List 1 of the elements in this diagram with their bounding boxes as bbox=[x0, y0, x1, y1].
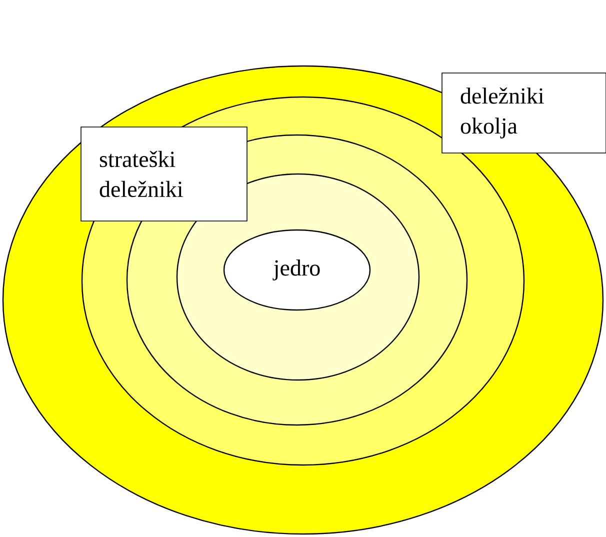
label-box: deležniki okolja bbox=[442, 72, 606, 154]
